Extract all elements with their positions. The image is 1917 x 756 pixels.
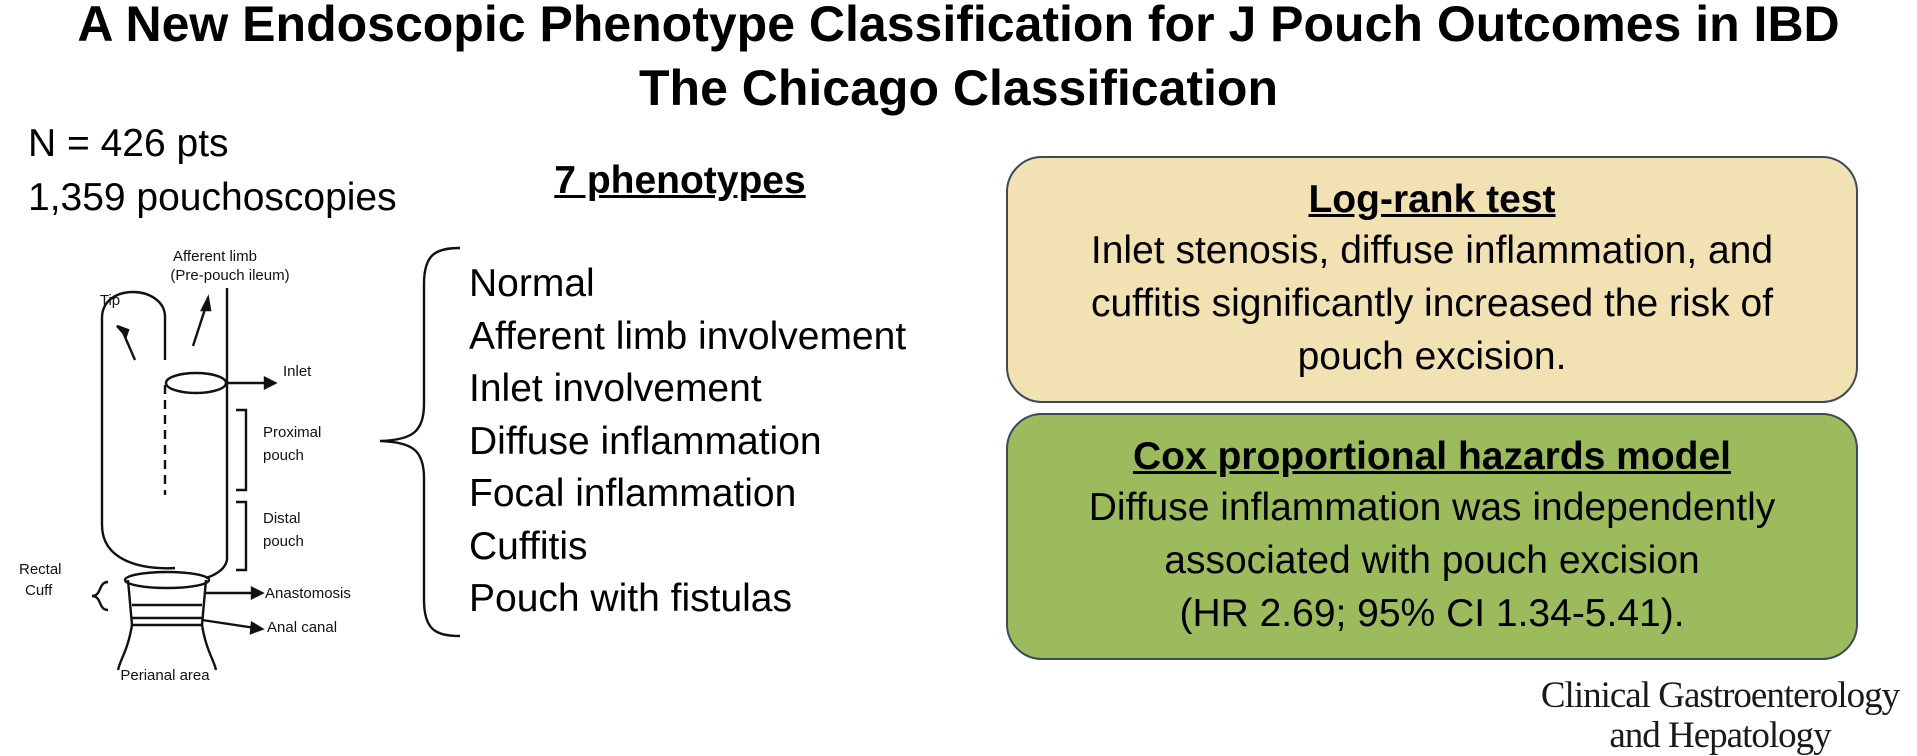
logrank-result-box: Log-rank test Inlet stenosis, diffuse in… [1006,156,1858,403]
anal-canal-label: Anal canal [267,619,337,636]
logrank-heading: Log-rank test [1308,178,1556,221]
phenotype-item: Focal inflammation [469,472,797,515]
afferent-limb-wall [205,288,229,580]
pre-pouch-label: (Pre-pouch ileum) [170,267,289,284]
phenotypes-heading: 7 phenotypes [554,159,806,202]
rectal-label-2: Cuff [25,582,53,599]
pouch-outer-wall [100,290,176,570]
distal-label-1: Distal [263,510,301,527]
tip-label: Tip [100,292,120,309]
afferent-arrow [191,305,208,347]
cox-result-box: Cox proportional hazards model Diffuse i… [1006,413,1858,660]
cox-text: Diffuse inflammation was independently a… [1088,486,1776,635]
phenotype-list: Normal Afferent limb involvement Inlet i… [469,258,906,626]
phenotype-item: Diffuse inflammation [469,419,822,463]
inlet-label: Inlet [283,363,312,380]
distal-bracket [236,500,248,572]
inlet-ellipse [164,371,228,395]
journal-logo: Clinical Gastroenterology and Hepatology [1520,676,1917,756]
phenotype-item: Normal [469,262,595,305]
distal-label-2: pouch [263,533,304,550]
proximal-bracket [236,408,248,492]
rectal-cuff-bracket [91,580,109,612]
proximal-label-1: Proximal [263,424,321,441]
title-line-2: The Chicago Classification [638,60,1278,116]
journal-name-line-2: and Hepatology [1609,715,1831,756]
phenotype-item: Pouch with fistulas [469,577,792,620]
rectal-label-1: Rectal [19,561,62,578]
perianal-label: Perianal area [120,667,210,684]
afferent-limb-label: Afferent limb [173,248,257,265]
pouchoscopy-count: 1,359 pouchoscopies [28,176,397,219]
phenotype-item: Inlet involvement [469,367,762,410]
perianal-wall-right [200,624,218,671]
phenotype-item: Cuffitis [469,524,588,568]
cox-heading: Cox proportional hazards model [1132,435,1732,478]
proximal-label-2: pouch [263,447,304,464]
logrank-text: Inlet stenosis, diffuse inflammation, an… [1090,229,1774,378]
perianal-wall-left [116,624,134,671]
journal-name-line-1: Clinical Gastroenterology [1540,675,1900,716]
patient-count: N = 426 pts [28,122,229,165]
phenotype-item: Afferent limb involvement [469,314,907,358]
title-line-1: A New Endoscopic Phenotype Classificatio… [77,0,1840,52]
j-pouch-anatomy-diagram: Afferent limb (Pre-pouch ileum) Tip Inle… [19,248,351,684]
anastomosis-ellipse [123,570,211,590]
anastomosis-label: Anastomosis [265,585,351,602]
phenotype-brace [379,246,461,638]
